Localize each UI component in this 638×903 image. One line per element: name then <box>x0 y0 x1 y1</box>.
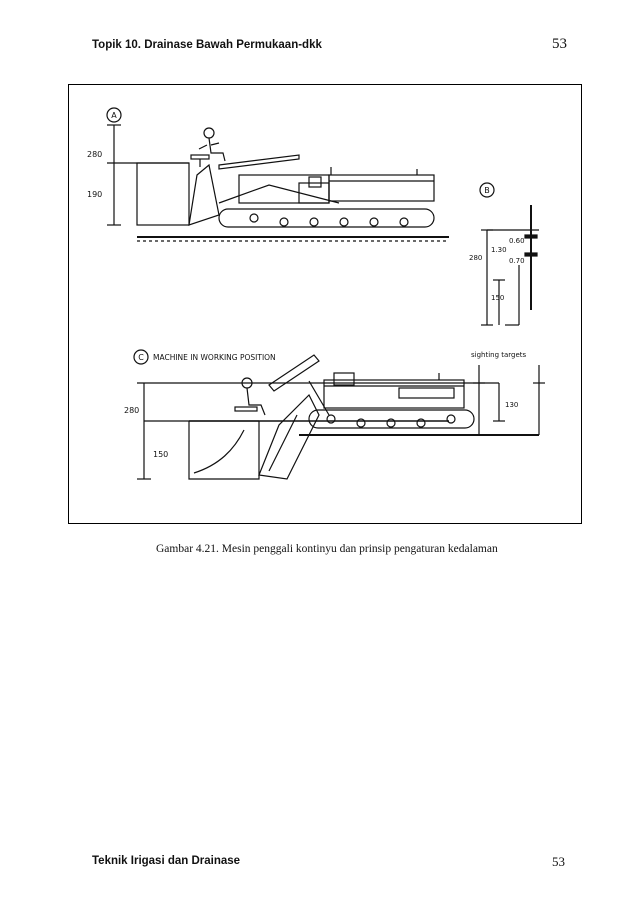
footer-page-number: 53 <box>552 854 565 869</box>
panel-c-dim-right: 130 <box>505 401 518 409</box>
header-page-number: 53 <box>552 36 567 52</box>
panel-c-title: MACHINE IN WORKING POSITION <box>153 353 276 362</box>
panel-a-drawing <box>106 107 449 242</box>
panel-a-marker: A <box>111 111 117 120</box>
panel-b-dim-2: 1.30 <box>491 246 507 254</box>
trencher-machine-drawing: A 280 190 B 0.60 1.30 0.70 280 150 C MAC… <box>87 107 545 480</box>
panel-c-sighting-label: sighting targets <box>471 351 527 359</box>
panel-c-dim-top: 280 <box>124 406 139 415</box>
figure-frame: A 280 190 B 0.60 1.30 0.70 280 150 C MAC… <box>68 84 582 524</box>
panel-b-drawing <box>479 182 539 326</box>
panel-b-dim-4: 280 <box>469 254 482 262</box>
panel-b-marker-circle <box>479 182 495 198</box>
footer-title: Teknik Irigasi dan Drainase <box>92 855 241 867</box>
panel-b-dim-5: 150 <box>491 294 504 302</box>
figure-caption: Gambar 4.21. Mesin penggali kontinyu dan… <box>156 543 498 555</box>
panel-a-dim-top: 280 <box>87 150 102 159</box>
panel-a-marker-circle <box>106 107 122 123</box>
panel-c-marker: C <box>138 353 144 362</box>
panel-b-dim-3: 0.70 <box>509 257 525 265</box>
panel-b-marker: B <box>484 186 490 195</box>
panel-a-dim-bottom: 190 <box>87 190 102 199</box>
panel-b-dim-1: 0.60 <box>509 237 525 245</box>
panel-c-marker-circle <box>133 349 149 365</box>
panel-c-dim-bottom: 150 <box>153 450 168 459</box>
panel-c-drawing <box>133 349 545 480</box>
header-title: Topik 10. Drainase Bawah Permukaan-dkk <box>92 39 322 51</box>
